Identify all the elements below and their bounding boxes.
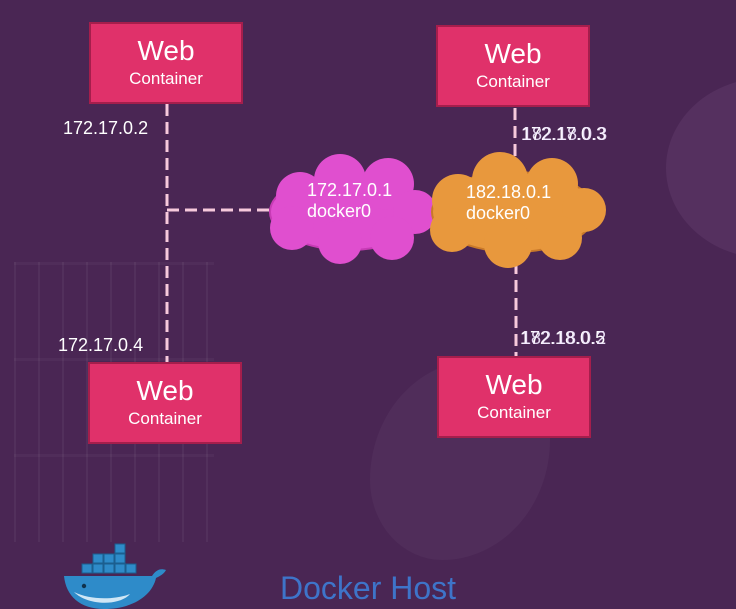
ip-label-top-right-a: 172.17.0.3 — [521, 124, 607, 144]
ip-label-top-right-b: 182.18.0.3 — [522, 124, 608, 144]
container-title: Web — [485, 369, 543, 400]
bridge-cloud-docker0-b — [430, 152, 606, 268]
container-title: Web — [136, 375, 194, 406]
bridge-b-name: docker0 — [466, 203, 531, 223]
ip-label-bottom-right-a: 172.18.0.5 — [520, 328, 606, 348]
bridge-a-name: docker0 — [307, 201, 372, 221]
docker-host-title: Docker Host — [280, 570, 457, 606]
container-subtitle: Container — [476, 72, 550, 91]
bridge-cloud-docker0-a — [269, 154, 437, 264]
ip-label-top-left: 172.17.0.2 — [63, 118, 149, 138]
bridge-a-label: 172.17.0.1 docker0 — [307, 180, 392, 222]
container-title: Web — [137, 35, 195, 66]
web-container-bottom-right: Web Container — [437, 356, 591, 438]
bridge-a-ip: 172.17.0.1 — [307, 180, 393, 200]
docker-whale-logo-icon — [64, 543, 166, 609]
web-container-bottom-left: Web Container — [88, 362, 242, 444]
container-subtitle: Container — [477, 403, 551, 422]
bridge-b-label: 182.18.0.1 docker0 — [466, 182, 551, 224]
ip-label-bottom-left: 172.17.0.4 — [58, 335, 144, 355]
container-title: Web — [484, 38, 542, 69]
bridge-b-ip: 182.18.0.1 — [466, 182, 552, 202]
container-subtitle: Container — [128, 409, 202, 428]
web-container-top-right: Web Container — [436, 25, 590, 107]
web-container-top-left: Web Container — [89, 22, 243, 104]
ip-label-bottom-right-b: 182.18.0.2 — [521, 328, 607, 348]
container-subtitle: Container — [129, 69, 203, 88]
